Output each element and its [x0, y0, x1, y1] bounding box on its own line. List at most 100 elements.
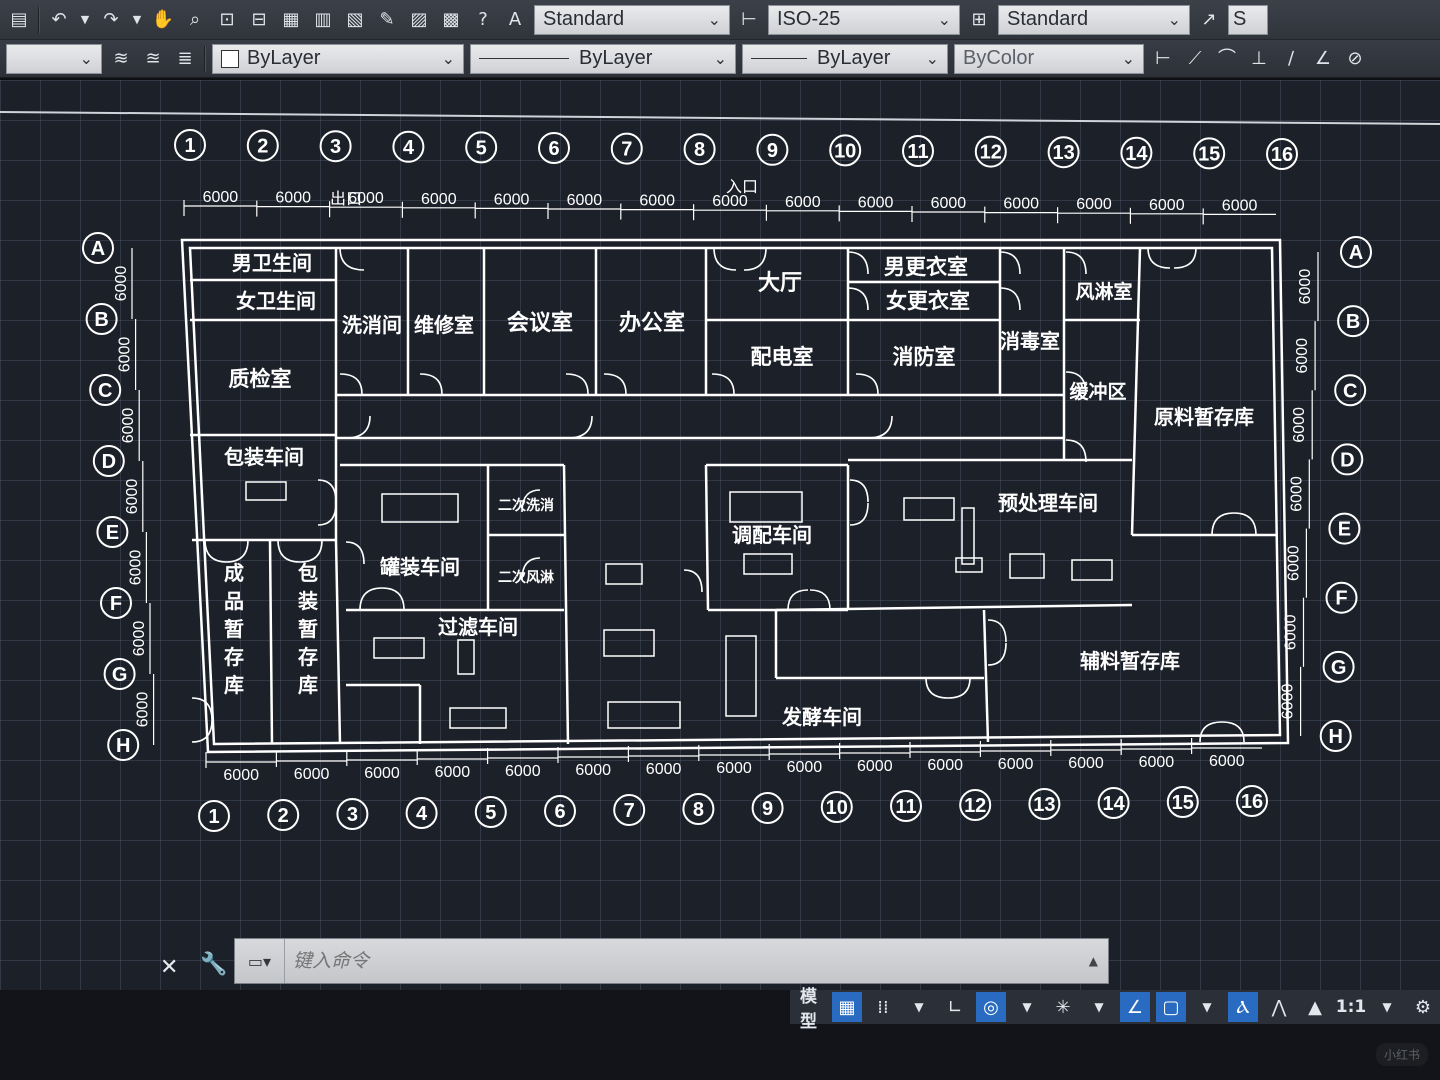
axis-bubble-bottom: [336, 798, 369, 830]
dimension-text-left: 6000: [124, 479, 141, 515]
chevron-down-icon: ⌄: [1167, 11, 1181, 29]
dim-aligned-icon[interactable]: ⟋: [1188, 47, 1202, 69]
room-label-packaging-store-char: 库: [298, 673, 318, 697]
lineweight-combo[interactable]: ByLayer ⌄: [742, 43, 948, 74]
equipment: [245, 481, 1113, 729]
axis-bubble-right: [1325, 581, 1358, 614]
model-space-canvas[interactable]: 男卫生间女卫生间洗消间维修室会议室办公室大厅男更衣室女更衣室风淋室质检室配电室消…: [0, 80, 1440, 990]
command-input[interactable]: [285, 939, 1079, 983]
zoom-previous-icon[interactable]: ⊟: [251, 8, 267, 30]
undo-dropdown-icon[interactable]: ▼: [80, 13, 90, 26]
axis-label-row: G: [1331, 657, 1347, 679]
polar-tracking-icon[interactable]: ◎: [976, 992, 1006, 1022]
dim-style-icon[interactable]: ⊢: [741, 8, 757, 30]
design-center-icon[interactable]: ▥: [314, 8, 332, 30]
door: [1211, 512, 1257, 536]
annotation-scale-value[interactable]: 1:1: [1335, 997, 1367, 1017]
layer-properties-icon[interactable]: ▤: [10, 8, 28, 30]
object-snap-icon[interactable]: ▢: [1156, 992, 1186, 1022]
dim-arc-icon[interactable]: ⌒: [1218, 47, 1236, 69]
viewport-top-line: [0, 111, 1440, 125]
dim-linear-icon[interactable]: ⊢: [1155, 47, 1171, 69]
redo-dropdown-icon[interactable]: ▼: [132, 13, 142, 26]
axis-bubble-left: [96, 516, 129, 548]
dim-diameter-icon[interactable]: ⊘: [1347, 47, 1363, 69]
wrench-icon[interactable]: 🔧: [200, 952, 228, 977]
snap-icon[interactable]: ⁞⁞: [877, 996, 889, 1018]
axis-label-column: 2: [278, 805, 289, 827]
dimension-text-bottom: 6000: [505, 763, 541, 780]
color-combo[interactable]: ByLayer ⌄: [212, 43, 464, 74]
door: [1065, 371, 1087, 395]
command-line[interactable]: ▭▾ ▲: [234, 938, 1109, 984]
redo-icon[interactable]: ↷: [103, 8, 119, 30]
plotstyle-combo[interactable]: ByColor ⌄: [954, 43, 1144, 74]
text-style-icon[interactable]: A: [508, 8, 522, 30]
dimensions: 6000600060006000600060006000600060006000…: [113, 189, 1319, 784]
door: [987, 619, 1007, 666]
annotation-visibility-icon[interactable]: Ⲁ: [1228, 992, 1258, 1022]
dimension-text-bottom: 6000: [787, 759, 823, 776]
auto-scale-icon[interactable]: ⋀: [1271, 996, 1287, 1018]
layer-states-icon[interactable]: ≣: [177, 47, 193, 69]
dimension-text-bottom: 6000: [1068, 755, 1104, 772]
annotation-scale-icon[interactable]: ▲: [1308, 996, 1322, 1018]
zoom-window-icon[interactable]: ⊡: [219, 8, 235, 30]
linetype-combo[interactable]: ByLayer ⌄: [470, 43, 736, 74]
properties-icon[interactable]: ▦: [282, 8, 300, 30]
zoom-realtime-icon[interactable]: ⌕: [189, 8, 201, 30]
layer-combo[interactable]: ⌄: [6, 43, 102, 74]
multileader-style-icon[interactable]: ↗: [1201, 8, 1217, 30]
close-icon[interactable]: ✕: [160, 955, 179, 980]
equipment-symbol: [607, 701, 681, 729]
table-style-icon[interactable]: ⊞: [971, 8, 987, 30]
table-style-combo[interactable]: Standard ⌄: [998, 4, 1190, 35]
room-label-qc-room: 质检室: [229, 366, 292, 391]
axis-bubble-bottom: [267, 799, 300, 831]
help-icon[interactable]: ?: [478, 8, 488, 30]
grid-icon[interactable]: ▦: [832, 992, 862, 1022]
dim-style-combo[interactable]: ISO-25 ⌄: [768, 4, 960, 35]
room-label-hall: 大厅: [758, 270, 802, 296]
room-label-meeting-room: 会议室: [507, 310, 573, 336]
chevron-down-icon[interactable]: ▼: [914, 1000, 924, 1014]
status-bar: 模型 ▦ ⁞⁞ ▼ ∟ ◎ ▼ ✳ ▼ ∠ ▢ ▼ Ⲁ ⋀ ▲ 1:1 ▼ ⚙ …: [0, 987, 1440, 1080]
axis-label-column: 12: [964, 795, 986, 817]
model-tab[interactable]: 模型: [800, 987, 817, 1032]
axis-label-column: 14: [1125, 143, 1148, 165]
multileader-style-combo[interactable]: S: [1228, 4, 1268, 35]
dim-ordinate-icon[interactable]: ⊥: [1251, 47, 1267, 69]
isodraft-icon[interactable]: ✳: [1055, 996, 1071, 1018]
plotstyle-value: ByColor: [963, 47, 1035, 69]
chevron-up-icon[interactable]: ▲: [1088, 954, 1098, 968]
dim-jogged-icon[interactable]: ∠: [1314, 47, 1332, 69]
dim-radius-icon[interactable]: ∕: [1287, 47, 1295, 69]
chevron-down-icon[interactable]: ▼: [1094, 1000, 1104, 1014]
make-current-layer-icon[interactable]: ≋: [113, 47, 129, 69]
dimension-text-bottom: 6000: [1209, 753, 1245, 770]
room-label-filter-workshop: 过滤车间: [438, 615, 518, 639]
chevron-down-icon[interactable]: ▼: [1022, 1000, 1032, 1014]
chevron-down-icon[interactable]: ▼: [1382, 1000, 1392, 1014]
calculator-icon[interactable]: ▩: [442, 8, 460, 30]
undo-icon[interactable]: ↶: [51, 8, 67, 30]
markup-icon[interactable]: ▨: [410, 8, 428, 30]
dimension-text-bottom: 6000: [223, 767, 259, 784]
command-prompt-icon[interactable]: ▭▾: [235, 939, 285, 983]
tool-palettes-icon[interactable]: ▧: [346, 8, 364, 30]
door: [339, 373, 363, 395]
chevron-down-icon[interactable]: ▼: [1202, 1000, 1212, 1014]
sheet-set-icon[interactable]: ✎: [379, 8, 395, 30]
axis-label-column: 15: [1198, 143, 1220, 165]
text-style-combo[interactable]: Standard ⌄: [534, 4, 730, 35]
axis-bubble-top: [974, 135, 1007, 168]
axis-label-column: 7: [624, 800, 635, 822]
object-snap-tracking-icon[interactable]: ∠: [1120, 992, 1150, 1022]
layer-previous-icon[interactable]: ≊: [145, 47, 161, 69]
pan-icon[interactable]: ✋: [151, 8, 175, 30]
axis-bubble-top: [392, 130, 425, 163]
chevron-down-icon: ⌄: [79, 50, 93, 68]
gear-icon[interactable]: ⚙: [1414, 996, 1432, 1018]
door: [204, 539, 249, 563]
ortho-icon[interactable]: ∟: [947, 996, 963, 1018]
